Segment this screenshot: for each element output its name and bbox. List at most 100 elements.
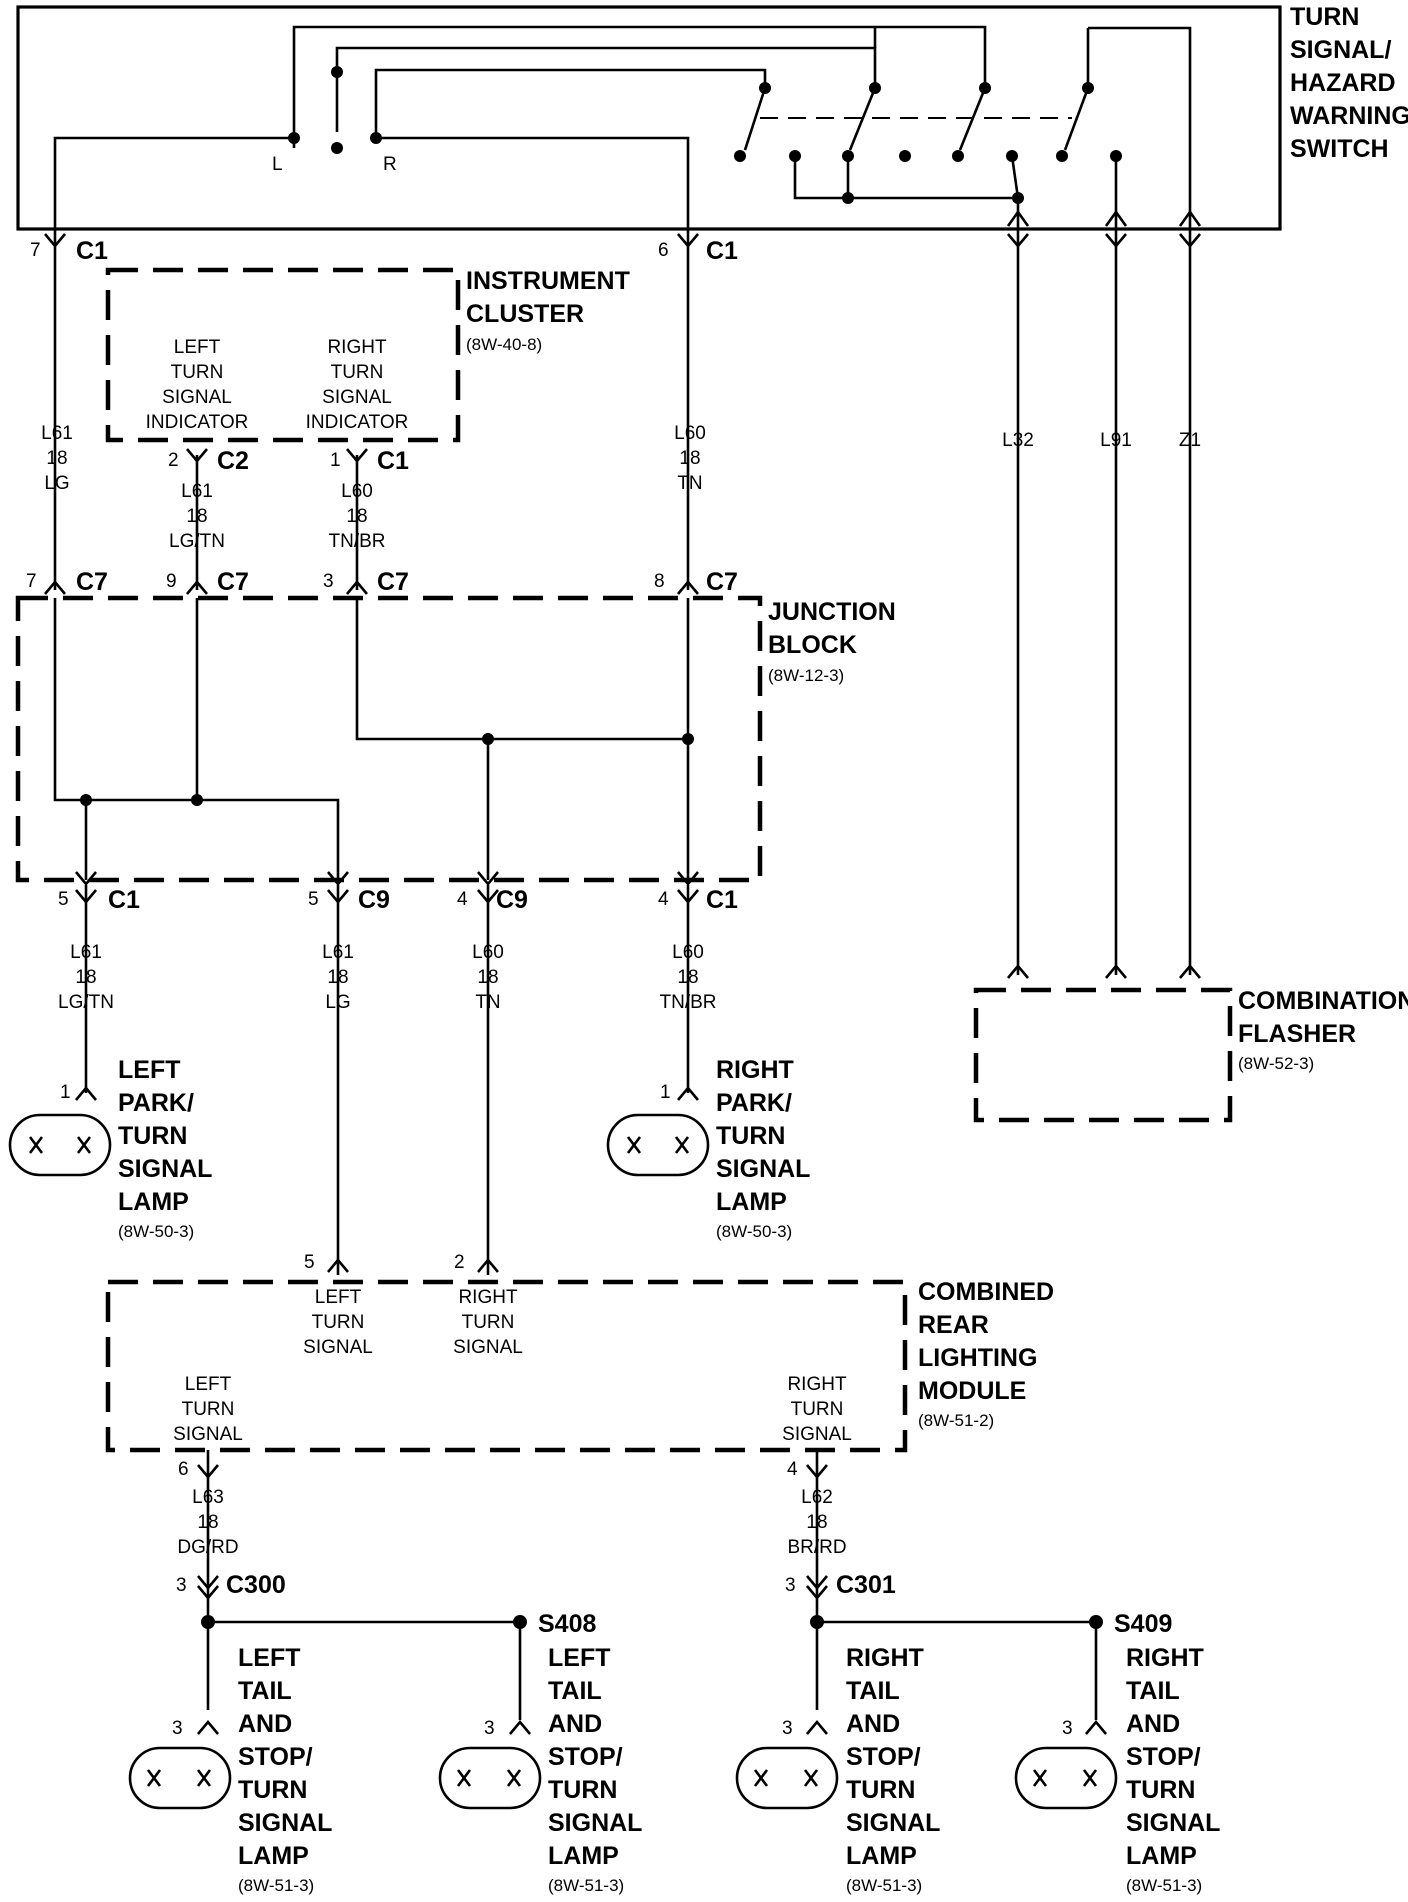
svg-text:TN/BR: TN/BR xyxy=(660,992,717,1013)
flasher-ref: (8W-52-3) xyxy=(1238,1054,1314,1073)
splice-s409: S409 xyxy=(1114,1610,1172,1638)
svg-text:LAMP: LAMP xyxy=(548,1842,619,1870)
svg-text:TURN: TURN xyxy=(791,1399,844,1420)
svg-text:TURN: TURN xyxy=(716,1122,785,1150)
svg-text:TURN: TURN xyxy=(1290,3,1359,31)
svg-text:LEFT: LEFT xyxy=(315,1287,362,1308)
svg-text:(8W-51-3): (8W-51-3) xyxy=(238,1876,314,1895)
lamp-bulb-icon xyxy=(735,1746,839,1810)
svg-text:TURN: TURN xyxy=(462,1312,515,1333)
svg-text:18: 18 xyxy=(46,448,67,469)
connector-ic-right: 1 C1 xyxy=(330,447,409,475)
svg-text:4: 4 xyxy=(457,889,468,910)
svg-text:LEFT: LEFT xyxy=(548,1644,611,1672)
svg-text:SIGNAL: SIGNAL xyxy=(846,1809,940,1837)
svg-text:C1: C1 xyxy=(76,237,108,265)
switch-right-label: R xyxy=(383,154,397,175)
svg-text:C7: C7 xyxy=(377,568,409,596)
svg-text:TURN: TURN xyxy=(312,1312,365,1333)
svg-text:18: 18 xyxy=(679,448,700,469)
svg-text:TN/BR: TN/BR xyxy=(329,531,386,552)
right-turn-signal-indicator: RIGHT TURN SIGNAL INDICATOR xyxy=(306,337,409,433)
turn-signal-hazard-switch: L R TURN SIGNAL/ HAZARD WARNING SWITCH xyxy=(16,3,1408,231)
svg-text:AND: AND xyxy=(846,1710,900,1738)
svg-text:LEFT: LEFT xyxy=(174,337,221,358)
svg-text:3: 3 xyxy=(323,571,334,592)
svg-text:JUNCTION: JUNCTION xyxy=(768,598,896,626)
svg-text:7: 7 xyxy=(26,571,37,592)
tail-pin-1: 3 xyxy=(172,1718,183,1739)
svg-text:C300: C300 xyxy=(226,1571,286,1599)
svg-text:C1: C1 xyxy=(377,447,409,475)
svg-text:PARK/: PARK/ xyxy=(716,1089,792,1117)
left-turn-signal-indicator: LEFT TURN SIGNAL INDICATOR xyxy=(146,337,249,433)
svg-text:18: 18 xyxy=(75,967,96,988)
svg-text:SIGNAL: SIGNAL xyxy=(716,1155,810,1183)
svg-text:LAMP: LAMP xyxy=(846,1842,917,1870)
crlm-output-right: RIGHT TURN SIGNAL xyxy=(782,1374,852,1445)
svg-text:SIGNAL: SIGNAL xyxy=(453,1337,523,1358)
svg-text:TURN: TURN xyxy=(182,1399,235,1420)
connector-c300: 3 C300 xyxy=(176,1571,286,1599)
svg-text:C7: C7 xyxy=(706,568,738,596)
svg-text:L60: L60 xyxy=(341,481,373,502)
svg-text:18: 18 xyxy=(346,506,367,527)
svg-text:TAIL: TAIL xyxy=(548,1677,602,1705)
svg-text:L60: L60 xyxy=(674,423,706,444)
svg-text:(8W-51-3): (8W-51-3) xyxy=(1126,1876,1202,1895)
connector-rp-pin: 1 xyxy=(660,1082,671,1103)
svg-text:L63: L63 xyxy=(192,1487,224,1508)
svg-text:(8W-51-3): (8W-51-3) xyxy=(846,1876,922,1895)
svg-text:C2: C2 xyxy=(217,447,249,475)
lamp-bulb-icon xyxy=(1014,1746,1118,1810)
svg-text:3: 3 xyxy=(176,1575,187,1596)
svg-text:C7: C7 xyxy=(76,568,108,596)
svg-text:AND: AND xyxy=(548,1710,602,1738)
svg-text:C1: C1 xyxy=(706,237,738,265)
cluster-title: INSTRUMENT CLUSTER xyxy=(466,267,630,328)
svg-text:RIGHT: RIGHT xyxy=(327,337,387,358)
svg-text:SWITCH: SWITCH xyxy=(1290,135,1389,163)
svg-text:STOP/: STOP/ xyxy=(238,1743,313,1771)
svg-text:3: 3 xyxy=(785,1575,796,1596)
lamp-bulb-icon xyxy=(438,1746,542,1810)
svg-text:TAIL: TAIL xyxy=(1126,1677,1180,1705)
svg-text:TN: TN xyxy=(677,473,702,494)
svg-text:LAMP: LAMP xyxy=(716,1188,787,1216)
svg-text:AND: AND xyxy=(238,1710,292,1738)
svg-text:TURN: TURN xyxy=(331,362,384,383)
flasher-title: COMBINATION FLASHER xyxy=(1238,987,1408,1048)
svg-text:INDICATOR: INDICATOR xyxy=(146,412,249,433)
svg-text:LAMP: LAMP xyxy=(1126,1842,1197,1870)
crlm-output-left: LEFT TURN SIGNAL xyxy=(173,1374,243,1445)
svg-text:SIGNAL: SIGNAL xyxy=(1126,1809,1220,1837)
svg-text:STOP/: STOP/ xyxy=(1126,1743,1201,1771)
switch-housing xyxy=(16,5,1282,231)
svg-text:L61: L61 xyxy=(322,942,354,963)
svg-text:BLOCK: BLOCK xyxy=(768,631,857,659)
switch-left-label: L xyxy=(272,154,283,175)
svg-text:L62: L62 xyxy=(801,1487,833,1508)
svg-text:TAIL: TAIL xyxy=(846,1677,900,1705)
svg-text:RIGHT: RIGHT xyxy=(458,1287,518,1308)
svg-text:SIGNAL: SIGNAL xyxy=(118,1155,212,1183)
svg-text:TURN: TURN xyxy=(118,1122,187,1150)
svg-text:C9: C9 xyxy=(358,886,390,914)
svg-text:1: 1 xyxy=(330,450,341,471)
connector-jb-in1: 7 C7 xyxy=(26,568,108,596)
